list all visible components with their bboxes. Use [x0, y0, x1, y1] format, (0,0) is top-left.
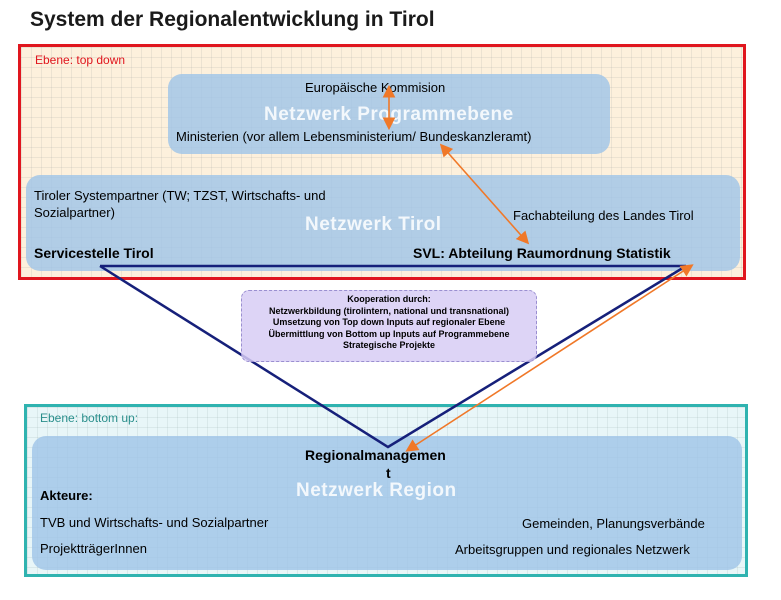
program-network-watermark: Netzwerk Programmebene	[264, 104, 514, 125]
cooperation-item: Umsetzung von Top down Inputs auf region…	[272, 317, 506, 327]
region-network-watermark: Netzwerk Region	[296, 480, 457, 501]
regional-management-line2: t	[386, 465, 391, 481]
cooperation-item: Netzwerkbildung (tirolintern, national u…	[268, 305, 509, 316]
state-department-label: Fachabteilung des Landes Tirol	[513, 208, 694, 223]
bottom-up-level-label: Ebene: bottom up:	[40, 411, 139, 425]
actors-heading: Akteure:	[40, 488, 93, 503]
tirol-network-panel	[26, 175, 740, 271]
ministries-label: Ministerien (vor allem Lebensministerium…	[176, 129, 532, 144]
service-office-label: Servicestelle Tirol	[34, 245, 154, 261]
cooperation-box: Kooperation durch: Netzwerkbildung (tiro…	[241, 290, 537, 362]
region-network-panel	[32, 436, 742, 570]
regional-management-line1: Regionalmanagemen	[305, 447, 446, 463]
page-title: System der Regionalentwicklung in Tirol	[30, 8, 435, 31]
svl-department-label: SVL: Abteilung Raumordnung Statistik	[413, 245, 671, 261]
working-groups-label: Arbeitsgruppen und regionales Netzwerk	[455, 542, 690, 557]
commission-label: Europäische Kommision	[305, 80, 446, 95]
municipalities-label: Gemeinden, Planungsverbände	[522, 516, 705, 531]
system-partners-line1: Tiroler Systempartner (TW; TZST, Wirtsch…	[34, 188, 326, 203]
project-sponsors-label: ProjektträgerInnen	[40, 541, 147, 556]
cooperation-item: Strategische Projekte	[342, 340, 436, 350]
top-down-level-label: Ebene: top down	[35, 53, 126, 67]
tirol-network-watermark: Netzwerk Tirol	[305, 214, 442, 235]
tvb-partners-label: TVB und Wirtschafts- und Sozialpartner	[40, 515, 269, 530]
system-partners-line2: Sozialpartner)	[34, 205, 115, 220]
cooperation-heading: Kooperation durch:	[347, 294, 431, 304]
cooperation-item: Übermittlung von Bottom up Inputs auf Pr…	[268, 328, 510, 339]
